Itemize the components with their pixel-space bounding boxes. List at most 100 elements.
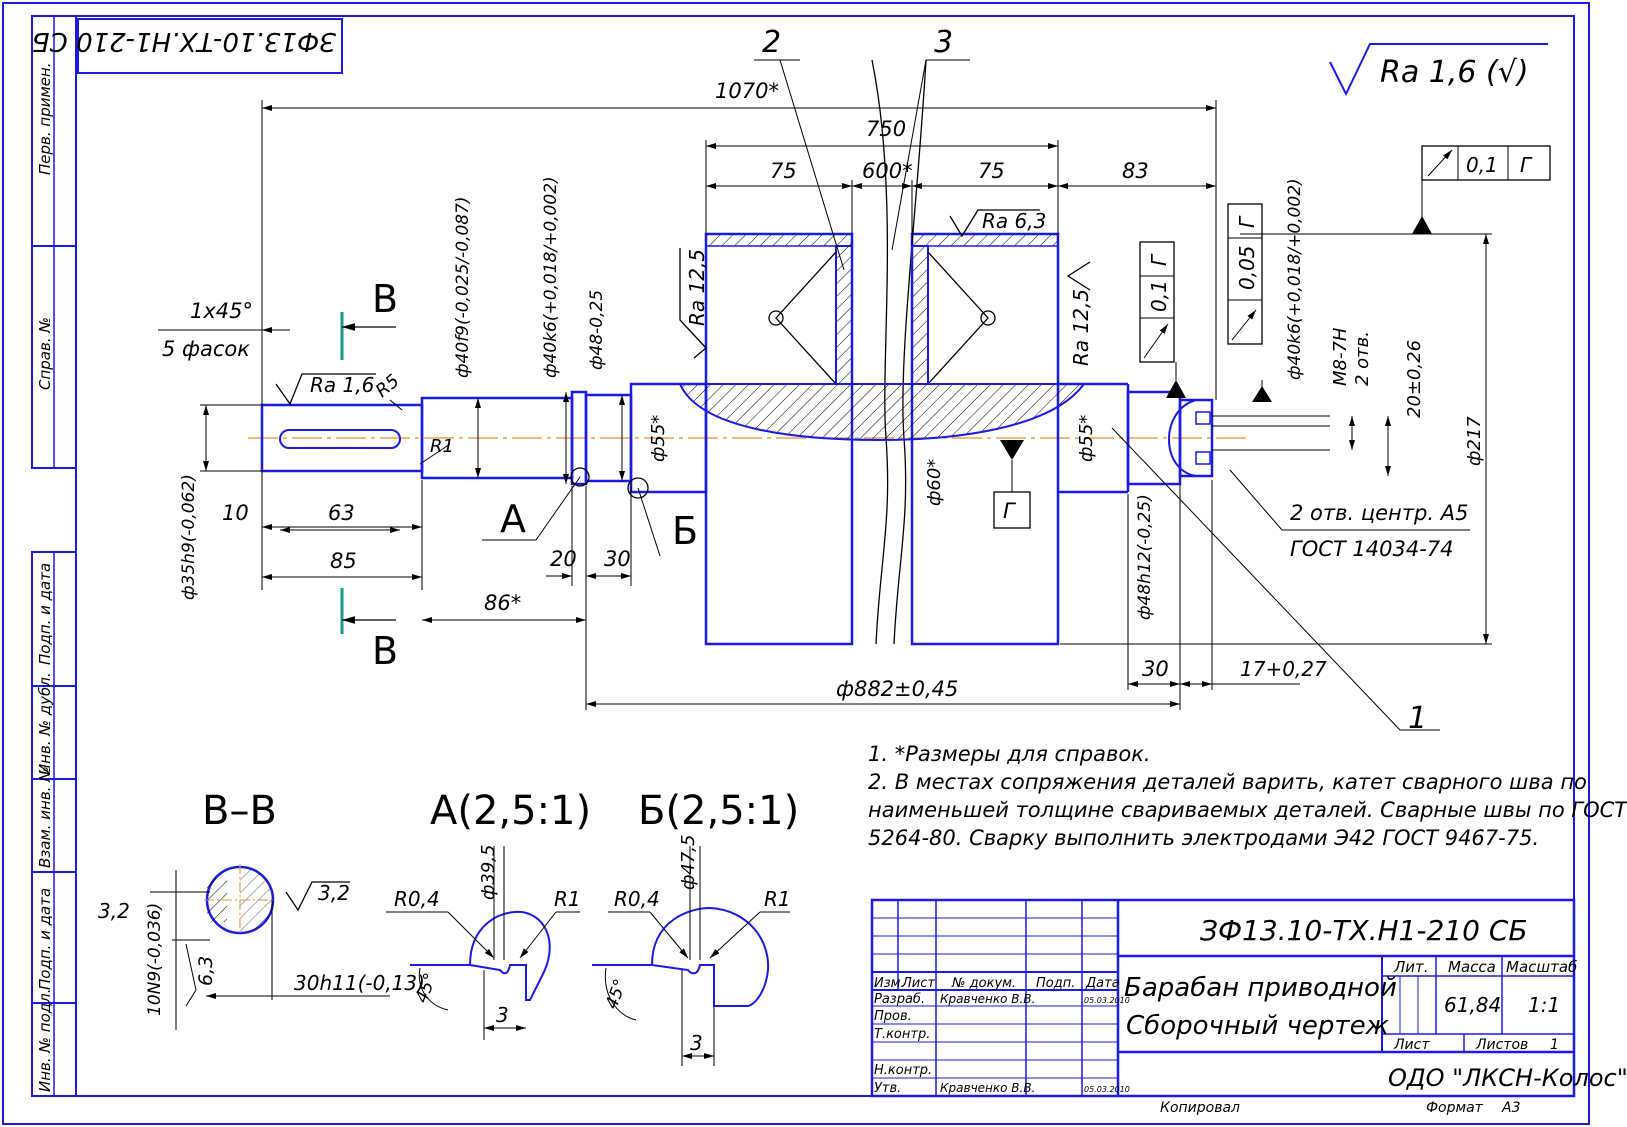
svg-text:0,05: 0,05 xyxy=(1235,245,1259,290)
svg-text:ф40k6(+0,018/+0,002): ф40k6(+0,018/+0,002) xyxy=(541,176,561,378)
svg-text:Г: Г xyxy=(1147,253,1171,266)
section-views: В–В А(2,5:1) Б(2,5:1) 3,2 3,2 10N9(-0,03… xyxy=(98,788,799,1066)
svg-text:Лист: Лист xyxy=(901,976,935,991)
svg-text:ф217: ф217 xyxy=(1464,416,1485,466)
svg-text:05.03.2010: 05.03.2010 xyxy=(1084,1085,1130,1094)
svg-text:ф48-0,25: ф48-0,25 xyxy=(587,290,607,370)
svg-text:600*: 600* xyxy=(862,159,913,183)
svg-text:ф60*: ф60* xyxy=(924,459,945,506)
leader-labels: 2 3 1 А Б xyxy=(500,25,1427,736)
svg-text:3,2: 3,2 xyxy=(98,899,130,923)
svg-text:Кравченко В.В.: Кравченко В.В. xyxy=(940,992,1035,1006)
section-mark-v: В xyxy=(372,277,398,321)
svg-text:ф40k6(+0,018/+0,002): ф40k6(+0,018/+0,002) xyxy=(1285,178,1305,380)
svg-text:83: 83 xyxy=(1122,159,1149,183)
svg-text:2: 2 xyxy=(762,25,781,60)
svg-text:05.03.2010: 05.03.2010 xyxy=(1084,996,1130,1005)
tolerance-frames: 0,1 Г Г 0,05 Г 0,1 Г xyxy=(993,145,1551,529)
svg-text:№ докум.: № докум. xyxy=(951,976,1016,991)
section-title: А(2,5:1) xyxy=(430,788,591,834)
margin-labels: Перв. примен. Справ. № Подп. и дата Инв.… xyxy=(36,62,54,1092)
svg-text:R1: R1 xyxy=(764,887,791,911)
title-organization: ОДО "ЛКСН-Колос" xyxy=(1388,1064,1627,1092)
margin-label: Инв. № дубл. xyxy=(36,672,54,775)
svg-text:3: 3 xyxy=(934,25,953,60)
svg-text:R0,4: R0,4 xyxy=(394,887,440,911)
section-title: В–В xyxy=(202,788,277,834)
note-line: наименьшей толщине свариваемых деталей. … xyxy=(868,798,1627,822)
svg-text:R5: R5 xyxy=(372,370,404,401)
svg-text:1070*: 1070* xyxy=(715,79,779,103)
svg-text:Разраб.: Разраб. xyxy=(874,992,925,1007)
svg-text:M8-7H: M8-7H xyxy=(1330,327,1351,386)
svg-text:Дата: Дата xyxy=(1085,976,1120,991)
svg-text:86*: 86* xyxy=(484,591,521,615)
margin-label: Перв. примен. xyxy=(36,62,54,175)
svg-text:ф35h9(-0,062): ф35h9(-0,062) xyxy=(179,474,199,600)
copied-label: Копировал xyxy=(1160,1100,1240,1116)
svg-text:ф55*: ф55* xyxy=(648,415,669,462)
svg-text:2 отв.: 2 отв. xyxy=(1352,331,1373,386)
format-value: А3 xyxy=(1501,1100,1520,1116)
svg-text:10: 10 xyxy=(222,501,249,525)
svg-text:45°: 45° xyxy=(602,977,631,1012)
svg-text:30: 30 xyxy=(604,547,631,571)
svg-text:Ra 6,3: Ra 6,3 xyxy=(982,209,1046,233)
svg-text:17+0,27: 17+0,27 xyxy=(1240,657,1327,681)
svg-text:0,1: 0,1 xyxy=(1147,280,1171,312)
dimension-texts: 1070* 750 75 600* 75 83 1x45° 5 фасок R5… xyxy=(162,79,1485,701)
title-subtitle: Сборочный чертеж xyxy=(1126,1011,1390,1041)
svg-text:3: 3 xyxy=(496,1003,509,1027)
svg-text:ф882±0,45: ф882±0,45 xyxy=(836,677,958,701)
svg-text:30h11(-0,13): 30h11(-0,13) xyxy=(294,971,425,995)
svg-text:Г: Г xyxy=(1520,153,1533,177)
svg-text:1: 1 xyxy=(1550,1037,1559,1053)
svg-text:75: 75 xyxy=(978,159,1005,183)
note-line: 1. *Размеры для справок. xyxy=(868,742,1151,766)
svg-text:Ra 1,6 (√): Ra 1,6 (√) xyxy=(1380,55,1529,90)
general-roughness: Ra 1,6 (√) xyxy=(1329,43,1548,97)
section-mark-v: В xyxy=(372,629,398,673)
designation-stamp: ЗФ13.10-ТХ.Н1-210 СБ xyxy=(32,26,336,56)
svg-text:30: 30 xyxy=(1142,657,1169,681)
svg-text:20: 20 xyxy=(550,547,577,571)
sheet-frame xyxy=(2,2,1590,1125)
svg-text:ф48h12(-0,25): ф48h12(-0,25) xyxy=(1135,494,1155,620)
title-designation: ЗФ13.10-ТХ.Н1-210 СБ xyxy=(1200,914,1528,947)
svg-text:Изм.: Изм. xyxy=(874,976,905,991)
svg-text:6,3: 6,3 xyxy=(195,956,217,986)
svg-text:R1: R1 xyxy=(430,436,454,457)
margin-label: Справ. № xyxy=(36,317,54,390)
dimension-lines xyxy=(158,59,1492,731)
svg-text:Ra 1,6: Ra 1,6 xyxy=(310,373,374,397)
svg-text:3,2: 3,2 xyxy=(318,881,350,905)
title-name: Барабан приводной xyxy=(1124,973,1397,1003)
datum-label: Г xyxy=(1003,499,1017,523)
svg-text:61,84: 61,84 xyxy=(1444,993,1501,1017)
svg-text:20±0,26: 20±0,26 xyxy=(1404,340,1425,418)
svg-text:1:1: 1:1 xyxy=(1528,993,1560,1017)
margin-label: Подп. и дата xyxy=(36,888,54,990)
margin-label: Инв. № подл. xyxy=(36,989,54,1092)
svg-text:1: 1 xyxy=(1408,701,1427,736)
svg-text:Т.контр.: Т.контр. xyxy=(874,1027,930,1042)
svg-text:Утв.: Утв. xyxy=(874,1081,901,1096)
svg-text:Лит.: Лит. xyxy=(1393,958,1429,976)
technical-notes: 1. *Размеры для справок. 2. В местах соп… xyxy=(868,740,1627,852)
svg-text:А: А xyxy=(500,497,526,541)
svg-text:Подп.: Подп. xyxy=(1036,976,1075,991)
svg-text:75: 75 xyxy=(770,159,797,183)
roughness-marks: Ra 6,3 Ra 1,6 Ra 12,5 Ra 12,5 xyxy=(275,209,1093,406)
svg-text:Г: Г xyxy=(1235,215,1259,228)
svg-text:63: 63 xyxy=(328,501,355,525)
svg-text:ф47,5: ф47,5 xyxy=(678,835,699,890)
svg-text:10N9(-0,036): 10N9(-0,036) xyxy=(145,903,165,1016)
margin-label: Взам. инв. № xyxy=(36,766,54,868)
svg-text:750: 750 xyxy=(866,117,906,141)
svg-text:R0,4: R0,4 xyxy=(614,887,660,911)
svg-text:3: 3 xyxy=(690,1031,703,1055)
svg-text:Ra 12,5: Ra 12,5 xyxy=(685,249,709,326)
section-title: Б(2,5:1) xyxy=(638,788,799,834)
svg-text:1x45°: 1x45° xyxy=(190,299,253,323)
